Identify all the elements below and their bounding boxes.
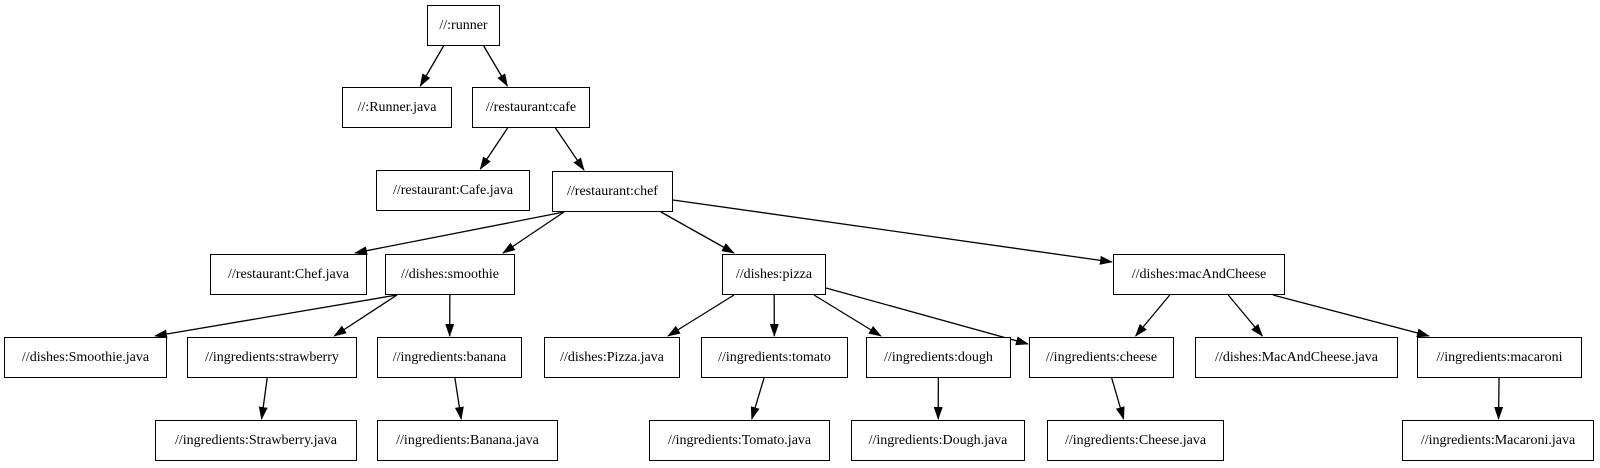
- graph-node-dough: //ingredients:dough: [866, 337, 1011, 378]
- graph-node-banana: //ingredients:banana: [377, 337, 522, 378]
- edge-cheese-to-cheese-java: [1111, 377, 1125, 420]
- graph-node-smoothie: //dishes:smoothie: [385, 254, 515, 295]
- edge-cafe-to-chef: [554, 127, 585, 171]
- graph-node-cafe: //restaurant:cafe: [472, 87, 590, 128]
- edge-smoothie-to-strawberry: [333, 294, 398, 337]
- edge-smoothie-to-smoothie-java: [154, 294, 398, 339]
- edge-chef-to-chef-java: [354, 211, 565, 256]
- edge-runner-to-runner-java: [419, 45, 445, 87]
- graph-node-cheese: //ingredients:cheese: [1029, 337, 1174, 378]
- graph-node-macaroni-java: //ingredients:Macaroni.java: [1402, 420, 1594, 461]
- graph-node-cafe-java: //restaurant:Cafe.java: [376, 170, 530, 211]
- edge-chef-to-smoothie: [502, 211, 565, 254]
- edge-pizza-to-dough: [813, 294, 882, 337]
- graph-node-chef: //restaurant:chef: [552, 171, 673, 212]
- edge-macaroni-to-macaroni-java: [1494, 377, 1504, 420]
- edge-strawberry-to-strawberry-java: [258, 377, 268, 420]
- graph-node-smoothie-java: //dishes:Smoothie.java: [4, 337, 167, 378]
- graph-node-pizza-java: //dishes:Pizza.java: [544, 337, 680, 378]
- edge-cafe-to-cafe-java: [479, 127, 509, 170]
- edge-tomato-to-tomato-java: [750, 377, 765, 420]
- graph-node-mac-and-cheese: //dishes:macAndCheese: [1113, 254, 1285, 295]
- edge-pizza-to-cheese: [825, 287, 1029, 346]
- graph-node-pizza: //dishes:pizza: [722, 254, 826, 295]
- edge-mac-and-cheese-to-macaroni: [1272, 294, 1430, 338]
- graph-node-dough-java: //ingredients:Dough.java: [851, 420, 1025, 461]
- graph-node-runner: //:runner: [427, 5, 500, 46]
- edge-mac-and-cheese-to-cheese: [1134, 294, 1171, 337]
- graph-node-banana-java: //ingredients:Banana.java: [377, 420, 558, 461]
- edge-mac-and-cheese-to-mac-and-cheese-java: [1227, 294, 1264, 337]
- graph-node-mac-and-cheese-java: //dishes:MacAndCheese.java: [1195, 337, 1398, 378]
- graph-node-chef-java: //restaurant:Chef.java: [210, 254, 367, 295]
- graph-node-cheese-java: //ingredients:Cheese.java: [1047, 420, 1224, 461]
- graph-node-tomato-java: //ingredients:Tomato.java: [649, 420, 830, 461]
- graph-node-macaroni: //ingredients:macaroni: [1417, 337, 1582, 378]
- graph-node-strawberry-java: //ingredients:Strawberry.java: [155, 420, 357, 461]
- edge-chef-to-pizza: [660, 211, 735, 254]
- graph-node-runner-java: //:Runner.java: [342, 87, 452, 128]
- graph-node-strawberry: //ingredients:strawberry: [187, 337, 357, 378]
- edge-chef-to-mac-and-cheese: [672, 199, 1113, 265]
- edge-pizza-to-pizza-java: [667, 294, 735, 337]
- edge-banana-to-banana-java: [454, 377, 464, 420]
- graph-node-tomato: //ingredients:tomato: [701, 337, 848, 378]
- edge-runner-to-cafe: [483, 45, 508, 87]
